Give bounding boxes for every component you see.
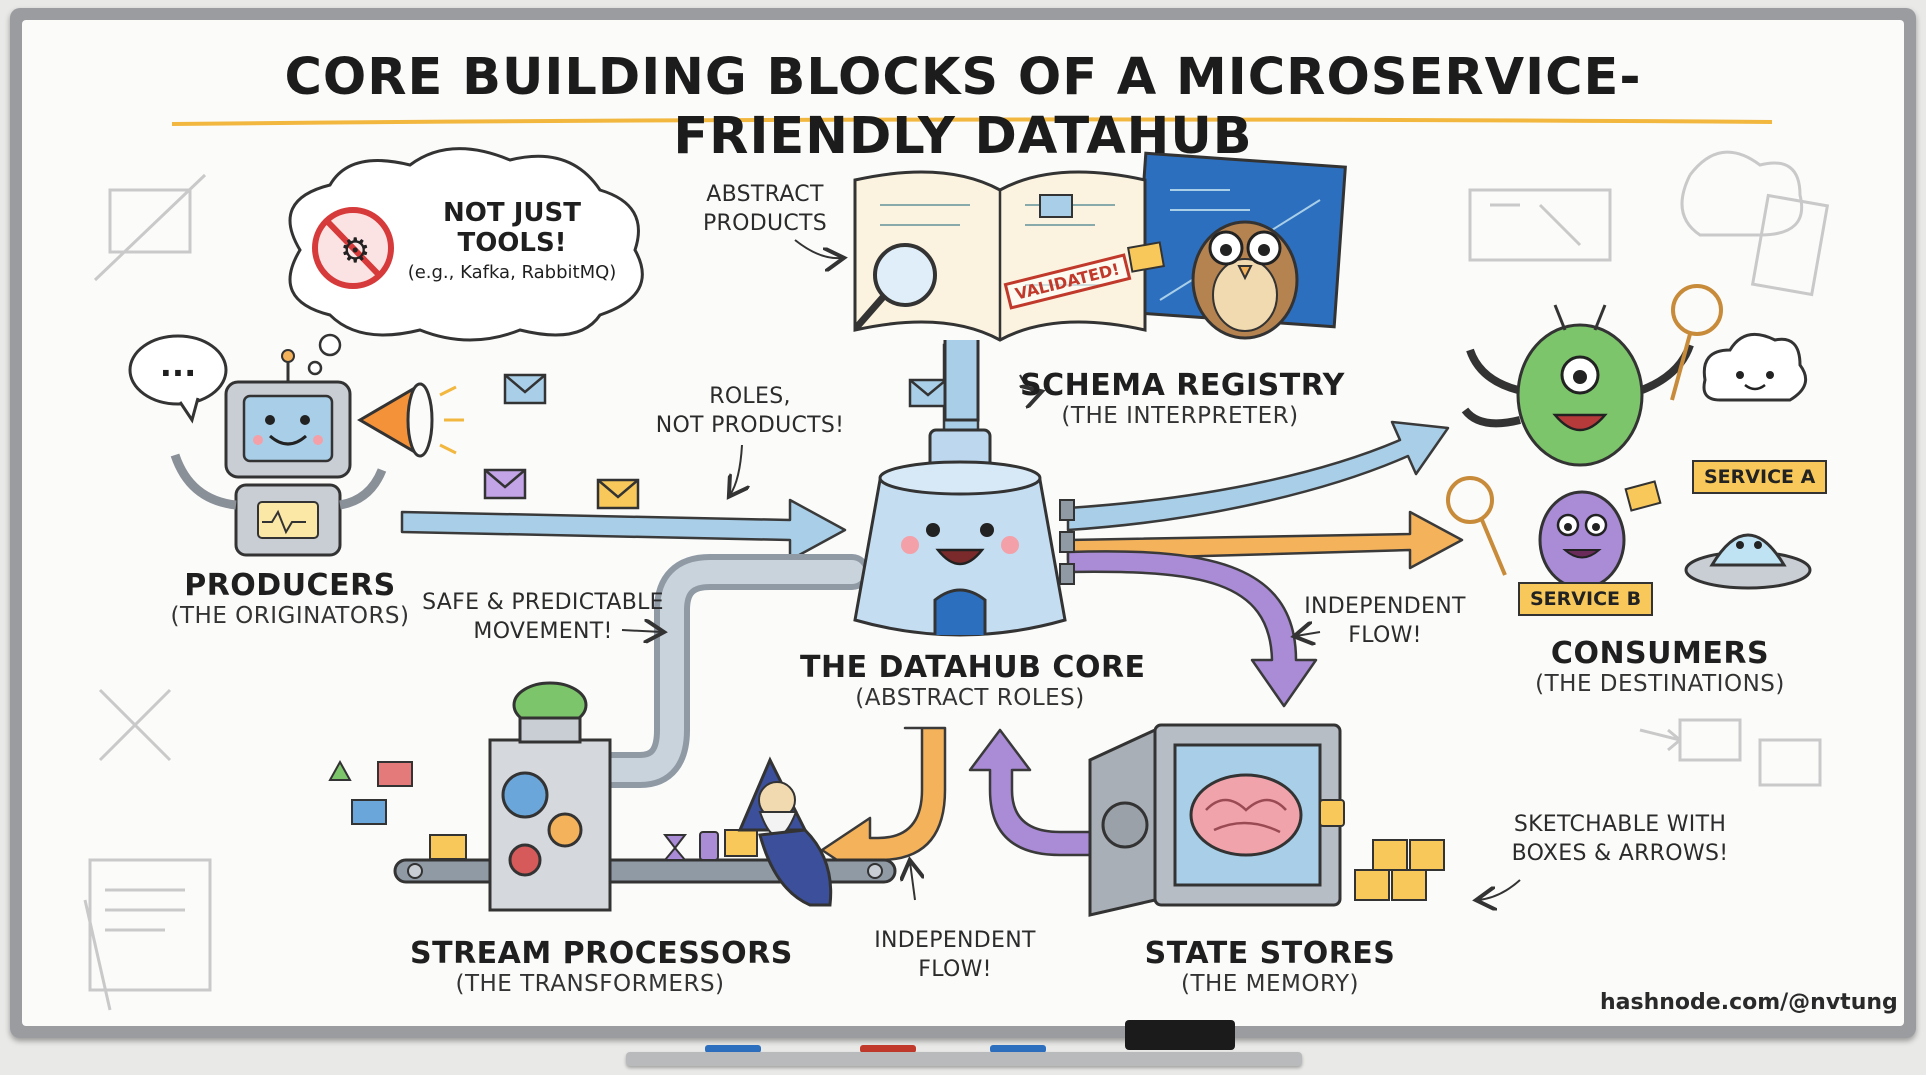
note-independent-flow-top-line-2: FLOW! — [1348, 623, 1422, 648]
producers-subtitle: (THE ORIGINATORS) — [170, 603, 410, 629]
annotation-pointers — [621, 239, 1521, 900]
datahub-core-subtitle: (ABSTRACT ROLES) — [855, 685, 1085, 711]
schema-registry-label: SCHEMA REGISTRY (THE INTERPRETER) — [1020, 368, 1345, 429]
core-to-state-purple-arrow — [1066, 550, 1318, 708]
note-independent-flow-bottom-line-2: FLOW! — [918, 957, 992, 982]
state-stores-subtitle: (THE MEMORY) — [1180, 971, 1360, 997]
speech-bubble-text: ... — [159, 346, 197, 384]
note-abstract-products: ABSTRACT PRODUCTS — [685, 180, 845, 238]
stream-processors-subtitle: (THE TRANSFORMERS) — [455, 971, 725, 997]
state-store-illustration — [1088, 723, 1445, 917]
stream-processors-title: STREAM PROCESSORS — [410, 936, 793, 971]
whiteboard-eraser — [1125, 1020, 1235, 1050]
marker-blue — [705, 1045, 761, 1053]
stream-processor-illustration — [328, 681, 897, 912]
speech-bubble — [128, 334, 228, 424]
state-stores-title: STATE STORES — [1144, 936, 1396, 971]
note-sketchable-line-2: BOXES & ARROWS! — [1511, 841, 1729, 866]
thought-line-2: TOOLS! — [457, 228, 567, 258]
thought-line-3: (e.g., Kafka, RabbitMQ) — [407, 262, 617, 283]
consumers-title: CONSUMERS — [1550, 636, 1770, 671]
note-independent-flow-bottom: INDEPENDENT FLOW! — [870, 926, 1040, 984]
title-underline — [171, 117, 1773, 126]
core-to-consumer-blue-arrow — [1066, 420, 1450, 532]
thought-line-1: NOT JUST — [443, 198, 581, 228]
flying-envelopes — [483, 373, 948, 510]
stream-processors-label: STREAM PROCESSORS (THE TRANSFORMERS) — [410, 936, 793, 997]
consumers-label: CONSUMERS (THE DESTINATIONS) — [1510, 636, 1810, 697]
note-safe-movement-line-2: MOVEMENT! — [473, 619, 613, 644]
consumers-subtitle: (THE DESTINATIONS) — [1535, 671, 1785, 697]
note-abstract-products-line-2: PRODUCTS — [702, 211, 828, 236]
note-sketchable-line-1: SKETCHABLE WITH — [1513, 812, 1727, 837]
thought-text: NOT JUST TOOLS! (e.g., Kafka, RabbitMQ) — [402, 198, 622, 283]
schema-registry-illustration — [853, 151, 1347, 422]
svg-text:⚙: ⚙ — [340, 231, 370, 271]
note-abstract-products-line-1: ABSTRACT — [706, 182, 824, 207]
thought-cloud: ⚙ — [288, 147, 644, 376]
marker-blue-2 — [990, 1045, 1046, 1053]
datahub-core-label: THE DATAHUB CORE (ABSTRACT ROLES) — [800, 650, 1146, 711]
producer-to-core-arrow — [400, 498, 847, 562]
consumers-illustration — [1446, 284, 1812, 590]
note-independent-flow-top-line-1: INDEPENDENT — [1304, 594, 1466, 619]
note-roles: ROLES, NOT PRODUCTS! — [650, 382, 850, 440]
note-safe-movement-line-1: SAFE & PREDICTABLE — [422, 590, 664, 615]
state-stores-label: STATE STORES (THE MEMORY) — [1130, 936, 1410, 997]
service-a-tag: SERVICE A — [1692, 460, 1828, 494]
marker-red — [860, 1045, 916, 1053]
state-to-core-purple-arrow — [968, 728, 1092, 857]
service-b-tag: SERVICE B — [1518, 582, 1654, 616]
producers-label: PRODUCERS (THE ORIGINATORS) — [160, 568, 420, 629]
marker-tray — [626, 1052, 1302, 1066]
datahub-core-title: THE DATAHUB CORE — [800, 650, 1146, 685]
note-roles-line-1: ROLES, — [709, 384, 791, 409]
background-doodles — [83, 150, 1830, 1011]
note-sketchable: SKETCHABLE WITH BOXES & ARROWS! — [1510, 810, 1730, 868]
schema-registry-title: SCHEMA REGISTRY — [1020, 368, 1345, 403]
producer-robot-illustration — [170, 349, 464, 557]
credit-link[interactable]: hashnode.com/@nvtung — [1600, 990, 1898, 1015]
datahub-core-illustration — [853, 428, 1075, 637]
note-independent-flow-top: INDEPENDENT FLOW! — [1300, 592, 1470, 650]
note-independent-flow-bottom-line-1: INDEPENDENT — [874, 928, 1036, 953]
schema-registry-subtitle: (THE INTERPRETER) — [1061, 403, 1299, 429]
note-safe-movement: SAFE & PREDICTABLE MOVEMENT! — [418, 588, 668, 646]
page-title: CORE BUILDING BLOCKS OF A MICROSERVICE-F… — [284, 48, 1642, 166]
producers-title: PRODUCERS — [184, 568, 396, 603]
note-roles-line-2: NOT PRODUCTS! — [655, 413, 845, 438]
